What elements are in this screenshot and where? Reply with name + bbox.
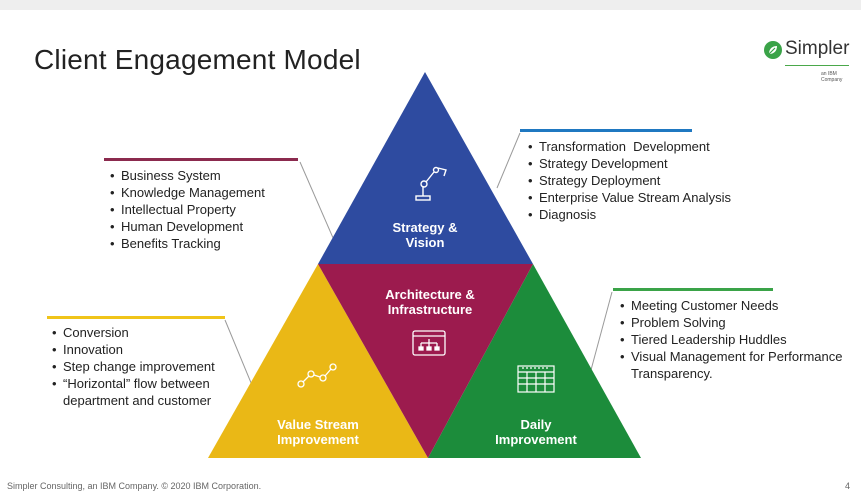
daily-label-2: Improvement [495, 432, 577, 447]
list-item: Step change improvement [52, 358, 240, 375]
logo-tagline: an IBM Company [821, 71, 843, 83]
architecture-label-2: Infrastructure [388, 302, 473, 317]
value-stream-triangle [208, 264, 428, 458]
architecture-triangle [318, 264, 533, 458]
value-stream-label-2: Improvement [277, 432, 359, 447]
architecture-label-1: Architecture & [385, 287, 475, 302]
business-list: Business System Knowledge Management Int… [110, 167, 300, 252]
org-chart-icon [412, 330, 446, 356]
list-item: Enterprise Value Stream Analysis [528, 189, 768, 206]
strategy-triangle [318, 72, 533, 264]
logo-underline [785, 65, 849, 66]
list-item: Business System [110, 167, 300, 184]
daily-label-1: Daily [520, 417, 552, 432]
list-item: Human Development [110, 218, 300, 235]
strategy-label-1: Strategy & [392, 220, 457, 235]
strategy-label-2: Vision [406, 235, 445, 250]
flow-nodes-icon [297, 363, 337, 388]
list-item: Visual Management for Performance Transp… [620, 348, 860, 382]
transformation-list: Transformation Development Strategy Deve… [528, 138, 768, 223]
list-item: Conversion [52, 324, 240, 341]
leaf-icon [764, 41, 782, 59]
daily-triangle [428, 264, 641, 458]
logo-wordmark: Simpler [785, 38, 850, 59]
list-item: Strategy Deployment [528, 172, 768, 189]
footer-copyright: Simpler Consulting, an IBM Company. © 20… [7, 481, 262, 491]
conversion-list: Conversion Innovation Step change improv… [52, 324, 240, 409]
list-item: Diagnosis [528, 206, 768, 223]
list-item: Meeting Customer Needs [620, 297, 860, 314]
top-strip [0, 0, 861, 10]
list-item: “Horizontal” flow between department and… [52, 375, 240, 409]
list-item: Strategy Development [528, 155, 768, 172]
list-item: Transformation Development [528, 138, 768, 155]
list-item: Benefits Tracking [110, 235, 300, 252]
connector-meeting [590, 291, 613, 371]
robot-arm-icon [415, 166, 447, 201]
list-item: Intellectual Property [110, 201, 300, 218]
list-item: Knowledge Management [110, 184, 300, 201]
list-item: Innovation [52, 341, 240, 358]
transformation-accent-bar [520, 129, 692, 132]
meeting-list: Meeting Customer Needs Problem Solving T… [620, 297, 860, 382]
value-stream-label-1: Value Stream [277, 417, 359, 432]
calendar-icon [517, 365, 555, 393]
list-item: Problem Solving [620, 314, 860, 331]
business-accent-bar [104, 158, 298, 161]
list-item: Tiered Leadership Huddles [620, 331, 860, 348]
conversion-accent-bar [47, 316, 225, 319]
meeting-accent-bar [613, 288, 773, 291]
page-number: 4 [845, 481, 851, 491]
simpler-logo: Simpler an IBM Company [761, 38, 857, 84]
connector-transformation [496, 132, 521, 189]
slide-title: Client Engagement Model [34, 44, 361, 75]
